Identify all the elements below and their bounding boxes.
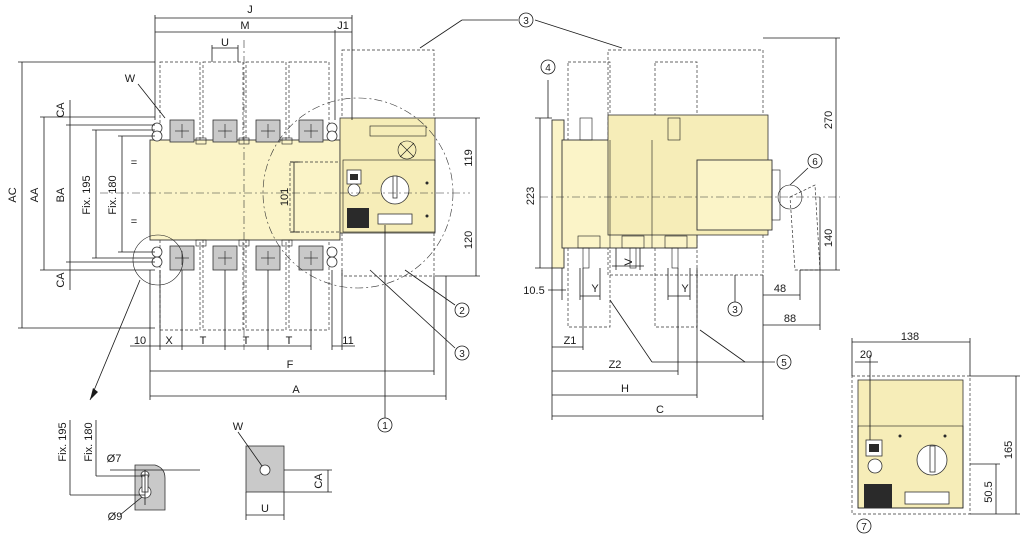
terminal-CA-label: CA [313,473,325,489]
dim-T2-label: T [243,335,250,347]
dim-Y2-label: Y [681,283,689,295]
dim-AC-label: AC [7,187,19,202]
dim-Z1-label: Z1 [564,335,577,347]
cutout-165-label: 165 [1003,441,1015,459]
dim-10_5-label: 10.5 [523,285,544,297]
side-callout-leaders [609,167,809,363]
cutout-50_5-label: 50.5 [983,481,995,502]
cutout-138-label: 138 [901,331,919,343]
dim-Y1-label: Y [591,283,599,295]
dim-48-label: 48 [774,283,786,295]
callout-5: 5 [776,354,792,370]
side-view: 223 10.5 270 140 48 88 V Y Y Z1 Z2 H C [523,37,840,420]
control-box [339,117,436,234]
side-dimensions [535,37,840,420]
equal-mark-top: = [131,157,137,169]
svg-text:6: 6 [812,157,818,168]
svg-text:2: 2 [459,306,465,317]
callout-6: 6 [807,153,823,169]
hole-fix180-label: Fix. 180 [83,422,95,461]
svg-text:5: 5 [781,358,787,369]
dim-J-label: J [247,4,253,16]
dim-J1-label: J1 [337,20,349,32]
callout-1: 1 [377,417,393,433]
front-bottom-dimensions [130,270,447,400]
side-handle-housing [696,159,773,231]
terminal-crosshairs [175,124,318,265]
dim-10-label: 10 [134,335,146,347]
dim-88-label: 88 [784,313,796,325]
dim-101-label: 101 [279,188,291,206]
dim-119-label: 119 [463,149,475,167]
dim-11-label: 11 [342,335,353,347]
front-top-dimensions [154,15,353,120]
front-left-dimensions [18,61,155,329]
dim-fix180-label: Fix. 180 [107,175,119,214]
handle-swing [789,184,821,271]
cutout-20-label: 20 [860,349,872,361]
dim-223-label: 223 [525,187,537,205]
svg-text:3: 3 [732,305,738,316]
dim-BA-label: BA [55,187,67,202]
w-leader [137,83,166,119]
front-right-dimensions [290,117,480,277]
detail-mounting-hole: Fix. 195 Fix. 180 Ø7 Ø9 [57,420,200,523]
svg-text:3: 3 [523,16,529,27]
svg-text:1: 1 [382,421,388,432]
dim-V-label: V [623,258,635,266]
dim-U-label: U [221,37,229,49]
callout-7: 7 [856,518,872,534]
dim-CA-bottom-label: CA [55,272,67,288]
callout-3-side: 3 [727,301,743,317]
dim-A-label: A [292,384,300,396]
front-view: J M J1 U W AC AA BA CA C [7,4,623,418]
dim-C-label: C [656,404,664,416]
svg-text:4: 4 [545,63,551,74]
hole-o9-label: Ø9 [108,511,123,523]
svg-text:7: 7 [861,522,867,533]
dim-fix195-label: Fix. 195 [81,175,93,214]
dim-F-label: F [287,359,294,371]
svg-text:3: 3 [459,349,465,360]
dim-H-label: H [621,383,629,395]
equal-mark-bottom: = [131,216,137,228]
dim-AA-label: AA [29,187,41,202]
dim-Z2-label: Z2 [609,359,622,371]
cutout-view: 138 20 165 50.5 [851,331,1020,515]
dim-M-label: M [240,20,249,32]
dim-270-label: 270 [823,111,835,129]
callout-3-front: 3 [454,345,470,361]
detail-circle [132,234,184,286]
front-callout-leaders [369,19,623,418]
terminal-U-label: U [261,503,269,515]
side-details [577,117,781,269]
dim-T3-label: T [286,335,293,347]
front-centerlines [100,40,470,350]
callout-4: 4 [540,59,556,75]
detail-leader [89,279,141,401]
terminal-W-label: W [233,421,244,433]
hole-fix195-label: Fix. 195 [57,422,69,461]
callout-bubbles: 1 2 3 3 3 4 5 6 [377,12,872,534]
callout-3-top: 3 [518,12,534,28]
dim-120-label: 120 [463,231,475,249]
dim-T1-label: T [200,335,207,347]
hole-o7-label: Ø7 [107,453,122,465]
detail-terminal: W U CA [233,421,332,520]
callout-2: 2 [454,302,470,318]
dim-140-label: 140 [823,229,835,247]
dim-CA-top-label: CA [55,102,67,118]
switch-body [149,139,341,241]
dim-W-label: W [125,73,136,85]
dim-X-label: X [165,335,173,347]
